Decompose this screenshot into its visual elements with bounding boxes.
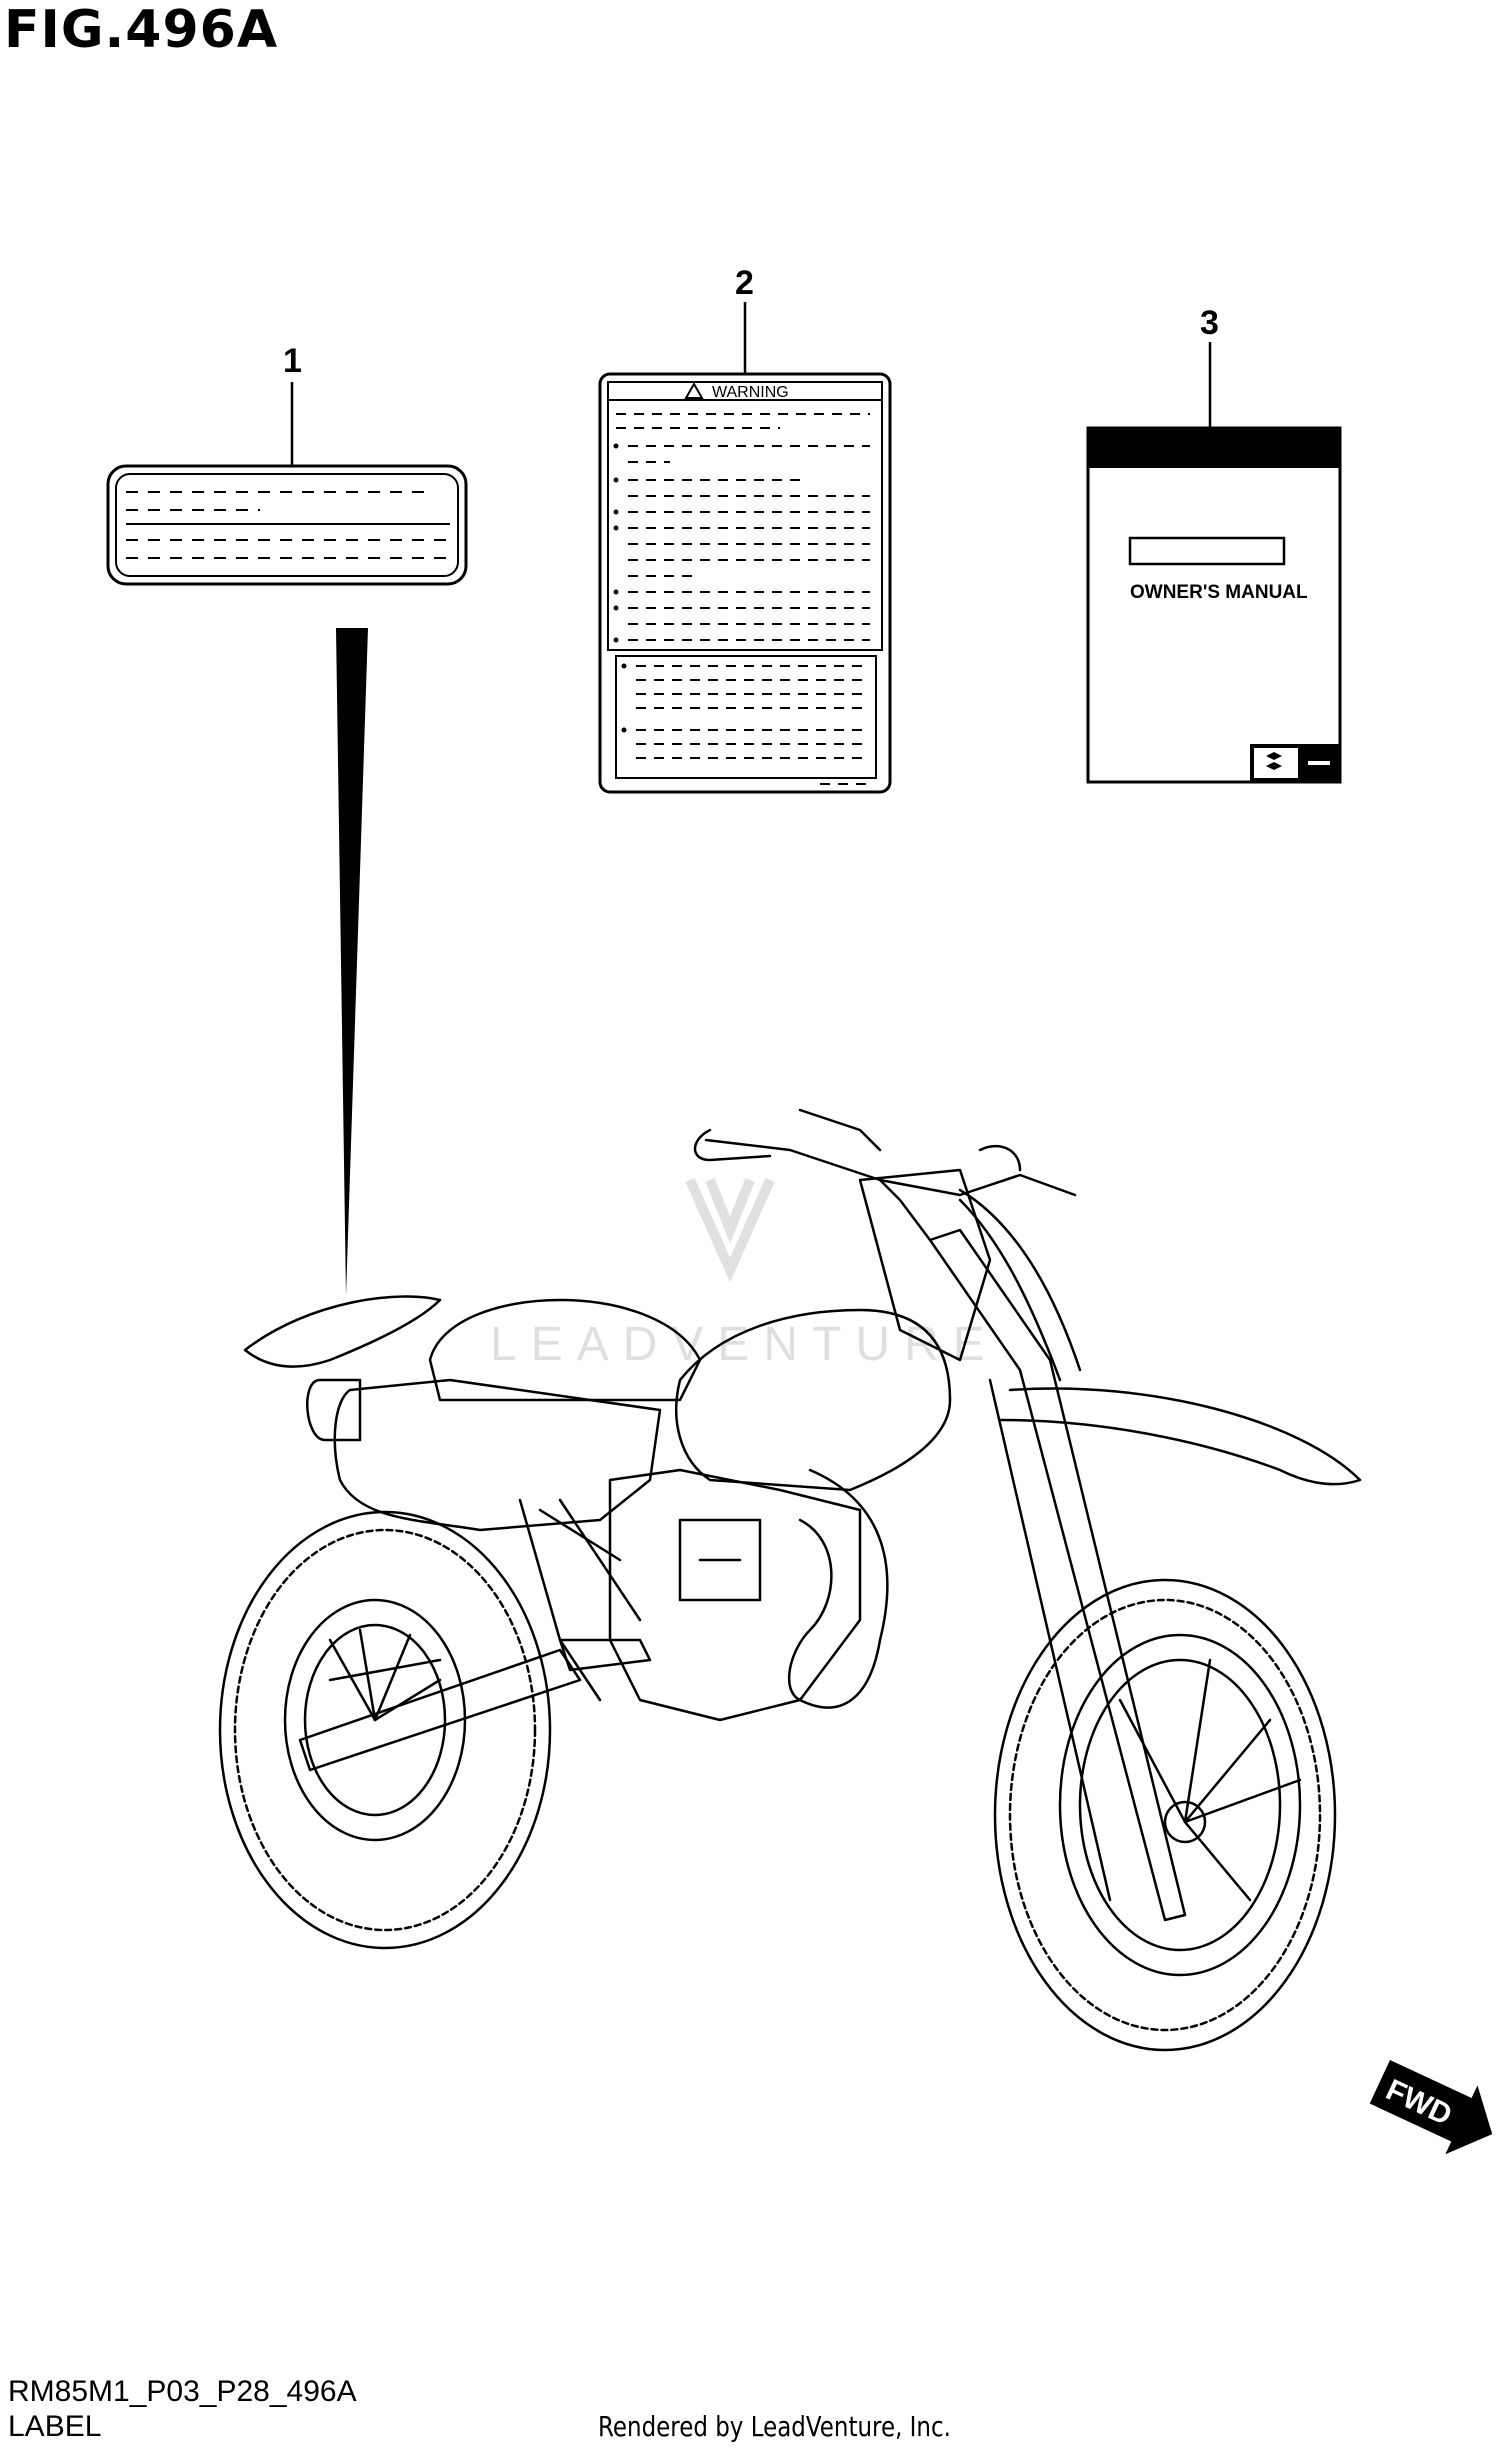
figure-caption: LABEL xyxy=(8,2410,102,2443)
part-3-owners-manual: 3 OWNER'S MANUAL xyxy=(1086,304,1342,784)
figure-title: FIG.496A xyxy=(4,0,279,60)
watermark: LEADVENTURE xyxy=(490,1177,999,1371)
part-number-3: 3 xyxy=(1200,304,1219,342)
part-1-label-sticker: 1 xyxy=(106,342,468,1296)
warning-heading: WARNING xyxy=(712,384,789,401)
part-number-1: 1 xyxy=(283,342,302,380)
part-2-warning-label: 2 WARNING xyxy=(598,264,892,794)
watermark-text: LEADVENTURE xyxy=(490,1318,999,1371)
manual-title: OWNER'S MANUAL xyxy=(1130,582,1308,603)
motorcycle-illustration xyxy=(218,1108,1362,2052)
credit-text: Rendered by LeadVenture, Inc. xyxy=(598,2410,951,2443)
part-number-2: 2 xyxy=(735,264,754,302)
figure-code: RM85M1_P03_P28_496A xyxy=(8,2375,357,2408)
suzuki-logo-icon xyxy=(1266,752,1282,770)
fwd-arrow-icon: FWD xyxy=(1369,2060,1493,2155)
